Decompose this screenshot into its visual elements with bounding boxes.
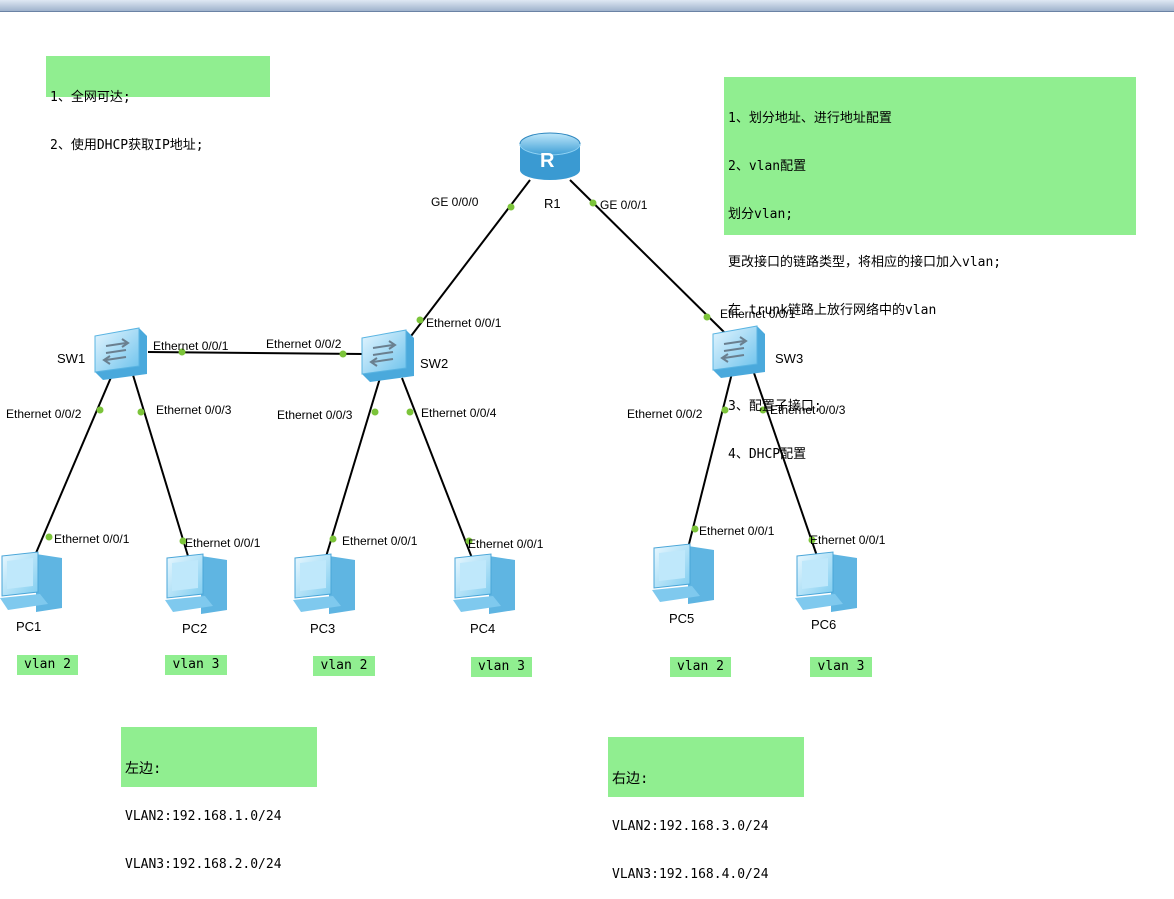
- interface-label: Ethernet 0/0/1: [699, 524, 775, 538]
- note-line: 在 trunk链路上放行网络中的vlan: [728, 303, 937, 318]
- switch-icon[interactable]: [361, 329, 414, 382]
- port-dot: [416, 316, 424, 324]
- port-dot: [759, 406, 767, 414]
- port-dot: [329, 535, 337, 543]
- interface-label: GE 0/0/1: [600, 198, 648, 212]
- port-dot: [465, 537, 473, 545]
- port-dot: [137, 408, 145, 416]
- switch-icon[interactable]: [712, 325, 765, 378]
- link-sw1-pc2: [132, 374, 189, 557]
- right-subnets-note: 右边: VLAN2:192.168.3.0/24 VLAN3:192.168.4…: [608, 737, 804, 882]
- note-line: VLAN2:192.168.1.0/24: [125, 809, 282, 824]
- interface-label: Ethernet 0/0/4: [421, 406, 497, 420]
- interface-label: Ethernet 0/0/1: [185, 536, 261, 550]
- port-dot: [703, 313, 711, 321]
- interface-label: Ethernet 0/0/3: [277, 408, 353, 422]
- vlan-tag-pc4: vlan 3: [471, 657, 532, 677]
- left-subnets-note: 左边: VLAN2:192.168.1.0/24 VLAN3:192.168.2…: [121, 727, 317, 872]
- router-letter: R: [540, 150, 555, 172]
- device-label-pc5: PC5: [669, 611, 695, 626]
- note-line: VLAN3:192.168.2.0/24: [125, 857, 282, 872]
- port-dot: [406, 408, 414, 416]
- goals-note: 1、全网可达; 2、使用DHCP获取IP地址;: [46, 56, 270, 153]
- vlan-tag-pc2: vlan 3: [165, 655, 227, 675]
- device-label-pc3: PC3: [310, 621, 336, 636]
- port-dot: [96, 406, 104, 414]
- note-line: 1、划分地址、进行地址配置: [728, 111, 892, 126]
- note-line: 更改接口的链路类型，将相应的接口加入vlan;: [728, 255, 1002, 270]
- interface-label: Ethernet 0/0/2: [627, 407, 703, 421]
- interface-label: Ethernet 0/0/1: [810, 533, 886, 547]
- link-sw3-pc5: [687, 372, 733, 549]
- interface-label: Ethernet 0/0/1: [426, 316, 502, 330]
- steps-note: 1、划分地址、进行地址配置 2、vlan配置 划分vlan; 更改接口的链路类型…: [724, 77, 1136, 462]
- device-label-sw1: SW1: [57, 351, 86, 366]
- port-dot: [589, 199, 597, 207]
- note-line: [728, 351, 1132, 367]
- pc-icon[interactable]: [165, 553, 227, 614]
- note-line: 2、使用DHCP获取IP地址;: [50, 138, 204, 153]
- link-sw2-pc4: [401, 377, 473, 559]
- vlan-tag-pc6: vlan 3: [810, 657, 872, 677]
- port-dot: [371, 408, 379, 416]
- interface-label: Ethernet 0/0/1: [54, 532, 130, 546]
- note-line: 划分vlan;: [728, 207, 794, 222]
- note-line: 右边:: [612, 771, 649, 787]
- note-line: 左边:: [125, 761, 162, 777]
- note-line: 4、DHCP配置: [728, 447, 807, 462]
- interface-label: Ethernet 0/0/1: [153, 339, 229, 353]
- device-label-sw2: SW2: [420, 356, 449, 371]
- switch-icon[interactable]: [94, 327, 147, 380]
- note-line: VLAN3:192.168.4.0/24: [612, 867, 769, 882]
- note-line: 2、vlan配置: [728, 159, 807, 174]
- device-label-pc1: PC1: [16, 619, 42, 634]
- pc-icon[interactable]: [795, 551, 857, 612]
- link-sw1-pc1: [32, 374, 113, 561]
- port-dot: [178, 348, 186, 356]
- router-icon[interactable]: [519, 132, 581, 180]
- port-dot: [179, 537, 187, 545]
- interface-label: Ethernet 0/0/1: [720, 307, 796, 321]
- interface-label: Ethernet 0/0/3: [770, 403, 846, 417]
- port-dot: [507, 203, 515, 211]
- note-line: 3、配置子接口;: [728, 399, 822, 414]
- link-r1-sw3: [569, 179, 728, 336]
- interface-label: Ethernet 0/0/2: [6, 407, 82, 421]
- topology-canvas: [0, 132, 857, 614]
- port-dot: [45, 533, 53, 541]
- device-label-r1: R1: [544, 196, 561, 211]
- link-sw3-pc6: [753, 372, 818, 557]
- vlan-tag-pc1: vlan 2: [17, 655, 78, 675]
- device-label-pc2: PC2: [182, 621, 208, 636]
- interface-label: Ethernet 0/0/1: [342, 534, 418, 548]
- port-dot: [339, 350, 347, 358]
- port-dot: [691, 525, 699, 533]
- device-label-sw3: SW3: [775, 351, 804, 366]
- window-title-bar: [0, 0, 1174, 12]
- device-label-pc6: PC6: [811, 617, 837, 632]
- note-line: VLAN2:192.168.3.0/24: [612, 819, 769, 834]
- interface-label: GE 0/0/0: [431, 195, 479, 209]
- pc-icon[interactable]: [652, 543, 714, 604]
- pc-icon[interactable]: [0, 551, 62, 612]
- pc-icon[interactable]: [293, 553, 355, 614]
- device-label-pc4: PC4: [470, 621, 496, 636]
- vlan-tag-pc5: vlan 2: [670, 657, 731, 677]
- interface-label: Ethernet 0/0/3: [156, 403, 232, 417]
- note-line: 1、全网可达;: [50, 90, 131, 105]
- port-dot: [808, 536, 816, 544]
- interface-label: Ethernet 0/0/1: [468, 537, 544, 551]
- interface-label: Ethernet 0/0/2: [266, 337, 342, 351]
- port-dot: [721, 406, 729, 414]
- vlan-tag-pc3: vlan 2: [313, 656, 375, 676]
- pc-icon[interactable]: [453, 553, 515, 614]
- link-sw2-pc3: [324, 377, 381, 561]
